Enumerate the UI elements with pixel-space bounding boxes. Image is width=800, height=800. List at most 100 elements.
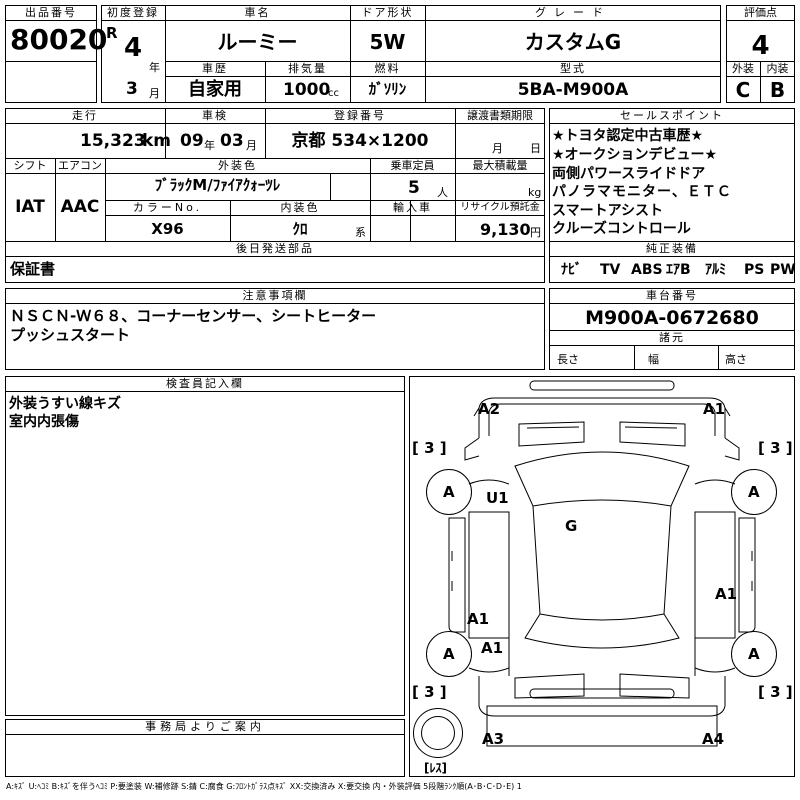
- fuel-value: ｶﾞｿﾘﾝ: [368, 80, 407, 98]
- mileage-value: 15,323: [80, 131, 146, 151]
- lot-cell: [5, 5, 97, 103]
- import-label: 輸入車: [393, 201, 432, 214]
- notes-line: ＮＳＣＮ-Ｗ６８、コーナーセンサー、シートヒーター: [10, 307, 377, 325]
- mileage-label: 走行: [72, 109, 98, 122]
- registration-value: 京都 534×1200: [291, 131, 429, 151]
- spare-tire-inner: [421, 716, 455, 750]
- fuel-label: 燃料: [374, 62, 401, 75]
- transfer-month-unit: 月: [492, 142, 503, 155]
- sales-point-item: ★トヨタ認定中古車歴★: [552, 128, 704, 144]
- inspection-month-unit: 月: [246, 139, 257, 152]
- tire-depth-rl: [ 3 ]: [412, 683, 447, 701]
- displacement-value: 1000: [283, 80, 331, 100]
- exterior-score-label: 外装: [732, 62, 754, 75]
- dims-width: 幅: [648, 353, 659, 366]
- chassis-label: 車台番号: [646, 289, 698, 302]
- notes-line: プッシュスタート: [10, 326, 131, 344]
- damage-mark-a1-top: A1: [703, 400, 726, 418]
- car-diagram: [409, 376, 795, 777]
- interior-score-label: 内装: [766, 62, 789, 75]
- inspection-year: 09: [180, 131, 204, 151]
- int-color-label: 内装色: [280, 201, 320, 214]
- inspector-label: 検査員記入欄: [166, 377, 244, 390]
- interior-score: B: [769, 78, 786, 102]
- spare-tire: [413, 708, 463, 758]
- equipment-item: PW: [770, 262, 796, 278]
- dims-height: 高さ: [725, 353, 747, 366]
- recycle-unit: 円: [530, 226, 541, 239]
- damage-mark-a4: A4: [702, 730, 725, 748]
- inspection-year-unit: 年: [204, 139, 215, 152]
- first-reg-label: 初度登録: [107, 6, 159, 19]
- history-label: 車歴: [202, 62, 228, 75]
- shift-value: IAT: [15, 197, 45, 217]
- wheel-front-right: [731, 469, 777, 515]
- chassis-number: M900A-0672680: [585, 307, 759, 329]
- ext-color-label: 外装色: [218, 159, 257, 172]
- chassis-block: [549, 288, 795, 370]
- tire-depth-fr: [ 3 ]: [758, 439, 793, 457]
- vehicle-info-block: [101, 5, 721, 103]
- score-value: 4: [751, 31, 770, 61]
- grade-value: カスタムG: [524, 30, 622, 54]
- transfer-label: 譲渡書類期限: [467, 109, 533, 122]
- transfer-day-unit: 日: [530, 142, 541, 155]
- first-reg-year-unit: 年: [149, 61, 160, 74]
- sales-point-item: パノラマモニター、ＥＴＣ: [552, 184, 732, 200]
- ext-color-value: ﾌﾞﾗｯｸM/ﾌｧｲｱｸｫｰﾂﾚ: [154, 176, 281, 194]
- equipment-label: 純正装備: [646, 242, 698, 255]
- damage-mark-a1-right: A1: [715, 585, 738, 603]
- legend: A:ｷｽﾞ U:ﾍｺﾐ B:ｷｽﾞを伴うﾍｺﾐ P:要塗装 W:補修跡 S:錆 …: [6, 782, 522, 791]
- grade-label: グレード: [535, 6, 611, 19]
- wheel-mark-rl: A: [443, 645, 455, 663]
- wheel-rear-right: [731, 631, 777, 677]
- capacity-label: 乗車定員: [390, 159, 435, 172]
- equipment-item: ﾅﾋﾞ: [561, 262, 582, 278]
- tire-depth-fl: [ 3 ]: [412, 439, 447, 457]
- equipment-item: ABS: [631, 262, 663, 278]
- first-reg-month: 3: [126, 79, 138, 99]
- dims-length: 長さ: [557, 353, 579, 366]
- wheel-mark-fr: A: [748, 483, 760, 501]
- inspector-line: 外装うすい線キズ: [9, 396, 121, 412]
- lot-number: 80020: [10, 23, 108, 56]
- equipment-item: PS: [744, 262, 765, 278]
- damage-mark-a3: A3: [482, 730, 505, 748]
- max-load-unit: kg: [528, 186, 542, 199]
- model-code-label: 型式: [560, 62, 586, 75]
- later-parts-value: 保証書: [10, 260, 56, 278]
- car-name-label: 車名: [244, 6, 271, 19]
- lot-label: 出品番号: [25, 6, 77, 19]
- wheel-front-left: [426, 469, 472, 515]
- inspector-block: [5, 376, 405, 716]
- registration-label: 登録番号: [334, 109, 386, 122]
- dims-label: 諸元: [659, 331, 685, 344]
- damage-mark-a2: A2: [478, 400, 501, 418]
- model-code-value: 5BA-M900A: [517, 80, 629, 100]
- first-reg-era: R: [106, 24, 118, 42]
- shift-label: シフト: [13, 159, 47, 172]
- damage-mark-g: G: [565, 517, 578, 535]
- later-parts-label: 後日発送部品: [236, 242, 314, 255]
- door-value: 5W: [369, 30, 406, 54]
- sales-point-item: クルーズコントロール: [552, 221, 691, 237]
- color-no-label: カラーNo.: [132, 201, 203, 214]
- aircon-label: エアコン: [58, 159, 102, 172]
- equipment-item: TV: [600, 262, 621, 278]
- wheel-mark-rr: A: [748, 645, 760, 663]
- inspection-month: 03: [220, 131, 244, 151]
- score-label: 評価点: [744, 6, 777, 19]
- inspection-label: 車検: [202, 109, 228, 122]
- equipment-item: ｴｱB: [666, 262, 691, 278]
- displacement-label: 排気量: [288, 62, 327, 75]
- first-reg-month-unit: 月: [149, 87, 160, 100]
- office-block: [5, 719, 405, 777]
- max-load-label: 最大積載量: [472, 159, 528, 172]
- car-name: ルーミー: [217, 30, 298, 54]
- equipment-item: ｱﾙﾐ: [705, 262, 726, 278]
- wheel-rear-left: [426, 631, 472, 677]
- spare-tire-label: [ﾚｽ]: [424, 761, 447, 775]
- mileage-unit: km: [142, 131, 172, 151]
- int-color-unit: 系: [355, 226, 366, 239]
